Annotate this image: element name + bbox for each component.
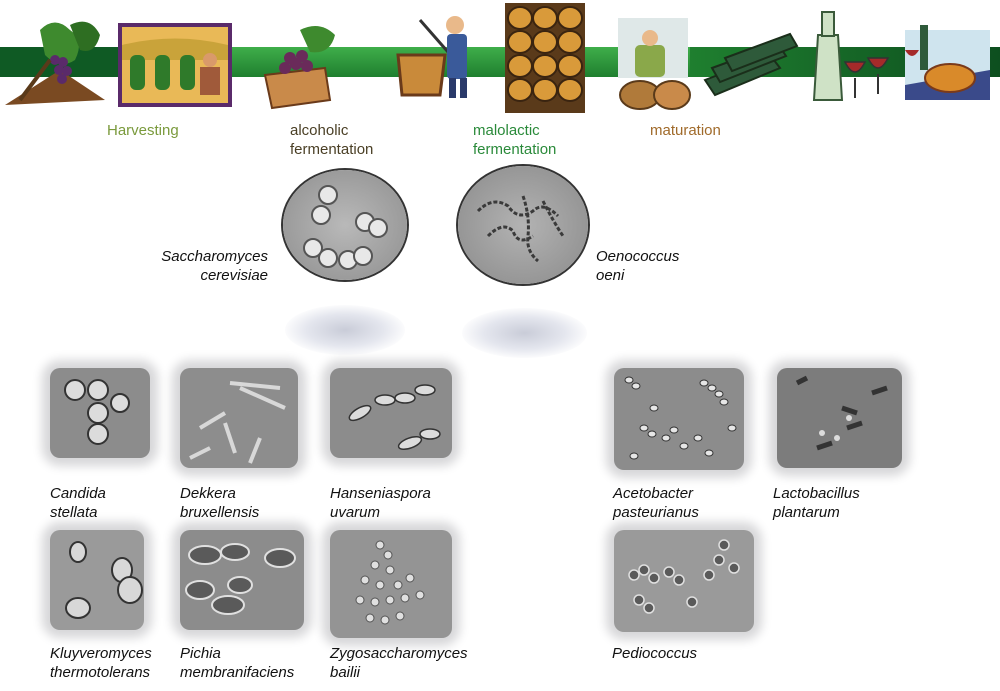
stage-alcoholic-fermentation: alcoholic fermentation: [290, 122, 374, 158]
pediococcus-micrograph: [614, 530, 754, 632]
yeast-label-candida: Candida stellata: [50, 484, 106, 522]
oenococcus-glow: [462, 308, 587, 358]
yeast-label-line1: Zygosaccharomyces: [330, 645, 468, 662]
grapevine-icon: [5, 21, 105, 105]
wine-press-icon: [396, 16, 467, 98]
saccharomyces-label: Saccharomyces cerevisiae: [150, 247, 268, 285]
bacteria-label-pediococcus: Pediococcus: [612, 644, 697, 663]
oenococcus-label-line2: oeni: [596, 267, 625, 284]
stage-harvesting: Harvesting: [107, 122, 179, 139]
lactobacillus-plantarum-micrograph: [777, 368, 902, 468]
yeast-label-hanseniaspora: Hanseniaspora uvarum: [330, 484, 431, 522]
yeast-label-line2: uvarum: [330, 504, 381, 521]
grape-crate-icon: [263, 26, 335, 110]
kluyveromyces-thermotolerans-micrograph: [50, 530, 144, 630]
oenococcus-micrograph: [458, 166, 588, 284]
wine-glasses-icon: [812, 11, 890, 101]
stage-malolactic-fermentation: malolactic fermentation: [473, 122, 557, 158]
bacteria-label-line1: Lactobacillus: [773, 485, 860, 502]
bacteria-label-acetobacter: Acetobacter pasteurianus: [613, 484, 699, 522]
bacteria-label-line1: Pediococcus: [612, 645, 698, 662]
yeast-label-kluyveromyces: Kluyveromyces thermotolerans: [50, 644, 152, 682]
yeast-label-line2: bruxellensis: [180, 504, 260, 521]
barrel-worker-icon: [618, 18, 691, 110]
yeast-label-line2: thermotolerans: [50, 664, 151, 681]
yeast-label-line2: bailii: [330, 664, 361, 681]
pichia-membranifaciens-micrograph: [180, 530, 304, 630]
yeast-label-zygosaccharomyces: Zygosaccharomyces bailii: [330, 644, 468, 682]
bacteria-label-line1: Acetobacter: [613, 485, 694, 502]
dekkera-bruxellensis-micrograph: [180, 368, 298, 468]
bacteria-label-line2: pasteurianus: [613, 504, 699, 521]
yeast-label-pichia: Pichia membranifaciens: [180, 644, 294, 682]
saccharomyces-label-line2: cerevisiae: [200, 267, 268, 284]
stage-maturation: maturation: [650, 122, 721, 139]
yeast-label-line1: Hanseniaspora: [330, 485, 431, 502]
oenococcus-label-line1: Oenococcus: [596, 248, 680, 265]
yeast-label-line1: Candida: [50, 485, 106, 502]
acetobacter-pasteurianus-micrograph: [614, 368, 744, 470]
saccharomyces-label-line1: Saccharomyces: [161, 248, 268, 265]
process-icons: [5, 3, 990, 113]
zygosaccharomyces-bailii-micrograph: [330, 530, 452, 638]
candida-stellata-micrograph: [50, 368, 150, 458]
yeast-label-line1: Pichia: [180, 645, 221, 662]
bacteria-label-lactobacillus: Lactobacillus plantarum: [773, 484, 860, 522]
saccharomyces-micrograph: [283, 170, 407, 280]
barrel-stack-icon: [505, 3, 585, 113]
bacteria-label-line2: plantarum: [773, 504, 840, 521]
wine-bottles-icon: [703, 32, 799, 97]
yeast-label-line2: stellata: [50, 504, 98, 521]
dinner-table-icon: [905, 25, 990, 100]
yeast-label-line1: Dekkera: [180, 485, 236, 502]
yeast-label-line1: Kluyveromyces: [50, 645, 152, 662]
yeast-label-dekkera: Dekkera bruxellensis: [180, 484, 259, 522]
vineyard-harvest-icon: [118, 23, 232, 107]
hanseniaspora-uvarum-micrograph: [330, 368, 452, 458]
yeast-label-line2: membranifaciens: [180, 664, 295, 681]
saccharomyces-glow: [285, 305, 405, 355]
oenococcus-label: Oenococcus oeni: [596, 247, 679, 285]
